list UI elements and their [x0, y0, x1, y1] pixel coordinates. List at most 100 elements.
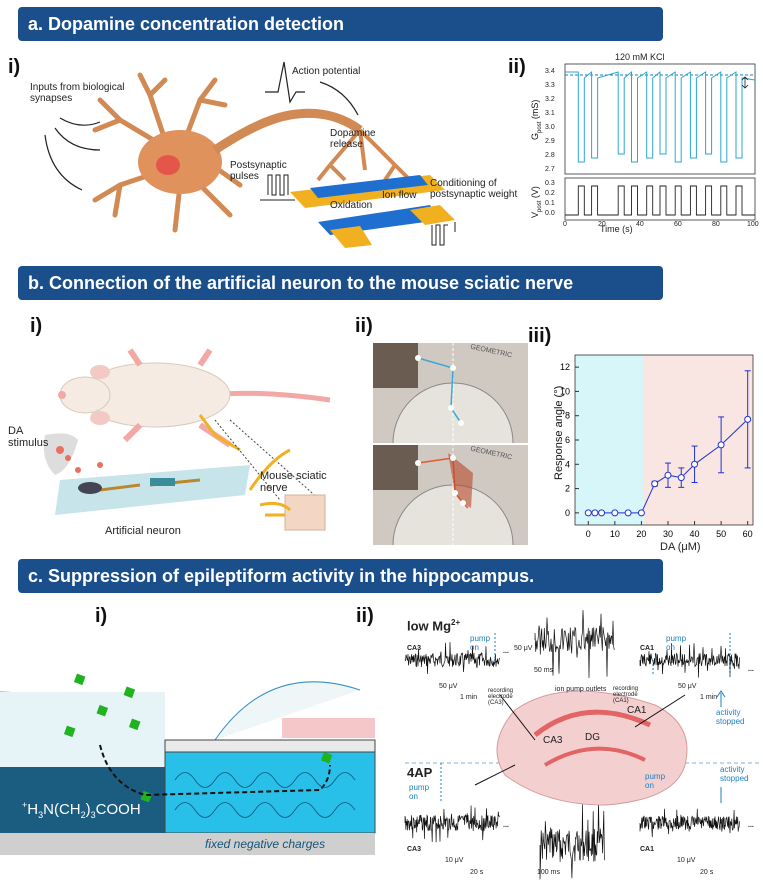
y-tick-label: 2: [565, 484, 570, 494]
stimulus-shade: [644, 355, 753, 525]
activity-stopped-1: activity stopped: [716, 708, 745, 726]
scale-50uv-1: 50 μV: [439, 683, 458, 690]
trace-continues-2: ...: [748, 666, 754, 673]
ca3-region-label: CA3: [543, 735, 563, 746]
ca1-4ap-trace: [639, 808, 740, 838]
protractor-photos: [373, 343, 528, 546]
ca3-label-top: CA3: [407, 645, 422, 652]
pump-on-2: pump on: [666, 634, 687, 652]
trace-continues-4: ...: [748, 822, 754, 829]
data-point: [664, 471, 672, 479]
inputs-label: Inputs from biological synapses: [30, 82, 125, 104]
scale-20s-2: 20 s: [700, 869, 714, 876]
v-ylabel: Vpost (V): [530, 186, 543, 218]
x-tick-label: 50: [716, 529, 726, 539]
scale-50uv-2: 50 μV: [678, 683, 697, 690]
conductance-chart: [564, 63, 756, 221]
section-c-banner: c. Suppression of epileptiform activity …: [18, 559, 663, 593]
action-potential-label: Action potential: [292, 66, 361, 77]
trace-continues-1: ...: [503, 648, 509, 655]
molecule-formula: +H3N(CH2)3COOH: [22, 800, 141, 820]
section-a-banner: a. Dopamine concentration detection: [18, 7, 663, 41]
ion-pump-schematic: [0, 673, 376, 855]
scale-1min-1: 1 min: [460, 694, 478, 701]
fourap-label: 4AP: [407, 765, 433, 780]
panel-c-ii-label: ii): [356, 605, 374, 627]
x-tick-label: 10: [610, 529, 620, 539]
baseline-shade: [575, 355, 645, 525]
activity-stopped-2: activity stopped: [720, 765, 749, 783]
recording-traces: [404, 610, 760, 880]
y-tick-label: 12: [560, 362, 570, 372]
y-tick-label: 10: [560, 386, 570, 396]
lowmg-burst-trace: [534, 610, 615, 678]
data-point: [584, 509, 592, 517]
mouse-illustration: [43, 348, 331, 531]
scale-20s-1: 20 s: [470, 869, 484, 876]
data-point: [691, 460, 699, 468]
pump-on-1: pump on: [470, 634, 491, 652]
y-tick-label: 4: [565, 459, 570, 469]
dopamine-release-label: Dopamine release: [330, 128, 376, 150]
artificial-neuron-label: Artificial neuron: [105, 525, 181, 537]
trace-continues-3: ...: [503, 822, 509, 829]
neuron-illustration: [44, 61, 456, 248]
low-mg-label: low Mg2+: [407, 618, 461, 634]
data-point: [598, 509, 606, 517]
ion-flow-label: Ion flow: [382, 190, 417, 201]
response-ylabel: Response angle (°): [553, 385, 565, 480]
y-tick-label: 6: [565, 435, 570, 445]
panel-c-i-label: i): [95, 605, 108, 627]
scale-50ms: 50 ms: [534, 667, 554, 674]
scale-50uv-3: 50 μV: [514, 645, 533, 652]
data-point: [744, 415, 752, 423]
pump-on-3: pump on: [409, 783, 430, 801]
data-point: [591, 509, 599, 517]
ca1-lowmg-trace: [639, 643, 740, 678]
dg-region-label: DG: [585, 732, 600, 743]
oxidation-label: Oxidation: [330, 200, 373, 211]
ca1-region-label: CA1: [627, 705, 647, 716]
da-stimulus-label: DA stimulus: [8, 425, 49, 449]
data-point: [624, 509, 632, 517]
panel-b-iii-label: iii): [528, 325, 552, 347]
x-tick-label: 40: [690, 529, 700, 539]
y-tick-label: 8: [565, 411, 570, 421]
4ap-burst-trace: [539, 800, 605, 880]
x-tick-label: 60: [743, 529, 753, 539]
x-tick-label: 20: [636, 529, 646, 539]
panel-b-i-label: i): [30, 315, 43, 337]
kcl-title: 120 mM KCl: [615, 52, 665, 62]
response-xlabel: DA (μM): [660, 541, 701, 553]
conditioning-label: Conditioning of postsynaptic weight: [430, 178, 518, 200]
rec-electrode-ca3-label: recording electrode (CA3): [488, 688, 514, 706]
scale-10uv-2: 10 μV: [677, 857, 696, 864]
rec-electrode-ca1-label: recording electrode (CA1): [613, 686, 639, 704]
data-point: [611, 509, 619, 517]
data-point: [651, 480, 659, 488]
x-tick-label: 0: [586, 529, 591, 539]
scale-1min-2: 1 min: [700, 694, 718, 701]
ca1-label-top: CA1: [640, 645, 655, 652]
sciatic-label: Mouse sciatic nerve: [260, 470, 327, 494]
panel-b-ii-label: ii): [355, 315, 373, 337]
postsynaptic-pulses-label: Postsynaptic pulses: [230, 160, 287, 182]
time-xlabel: Time (s): [600, 224, 633, 234]
section-b-banner: b. Connection of the artificial neuron t…: [18, 266, 663, 300]
ca1-label-bottom: CA1: [640, 846, 655, 853]
ca3-4ap-trace: [404, 805, 500, 843]
ion-pump-outlets-label: ion pump outlets: [555, 686, 607, 693]
scale-10uv-1: 10 μV: [445, 857, 464, 864]
panel-a-ii-label: ii): [508, 56, 526, 78]
ca3-label-bottom: CA3: [407, 846, 422, 853]
pump-on-4: pump on: [645, 772, 666, 790]
data-point: [637, 509, 645, 517]
g-ylabel: Gpost (mS): [530, 99, 543, 140]
data-point: [717, 441, 725, 449]
scale-100ms: 100 ms: [537, 869, 560, 876]
ca3-lowmg-trace: [404, 642, 500, 675]
x-tick-label: 30: [663, 529, 673, 539]
panel-a-i-label: i): [8, 56, 21, 78]
data-point: [677, 474, 685, 482]
